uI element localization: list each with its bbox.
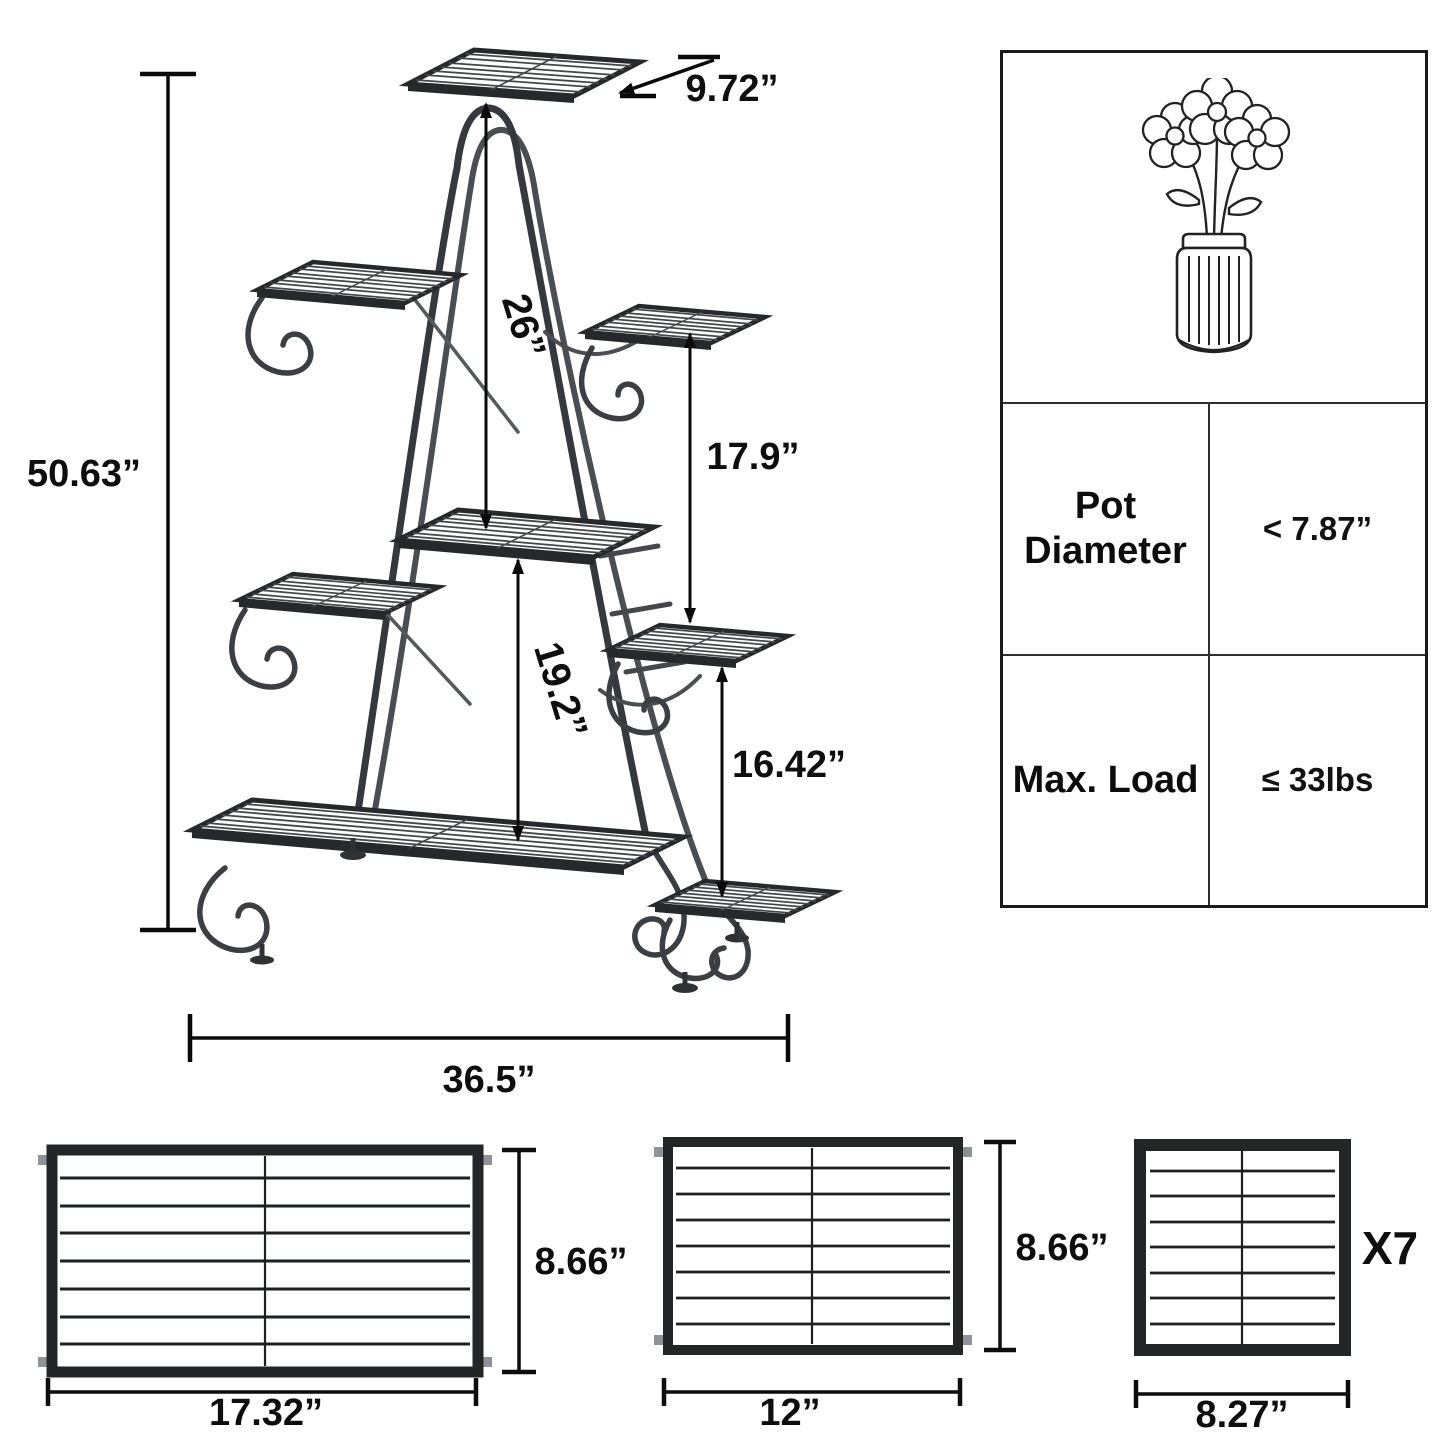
dim-label-19-2: 19.2” (525, 637, 596, 743)
dims (661, 1139, 1016, 1406)
flower-vase-icon (1141, 77, 1291, 353)
pot-diameter-value: < 7.87” (1262, 509, 1373, 547)
shelf-mid-right (599, 622, 797, 668)
shelf-top (398, 47, 650, 103)
medium-shelf-top-view: 8.66” 12” (654, 1137, 1109, 1434)
shelf-bottom (182, 797, 694, 875)
plant-stand-diagram: 50.63” 9.72” 26” 17.9” 19.2” 16.42” 36.5… (27, 47, 846, 1101)
shelf-upper-right (576, 303, 774, 350)
shelf-mid-left (230, 571, 448, 620)
dims (1133, 1380, 1351, 1408)
dim-label-top-depth: 9.72” (686, 68, 779, 110)
dimension-lines (140, 54, 791, 1062)
dim-label-17-9: 17.9” (707, 436, 800, 478)
shelf-upper-left (248, 259, 470, 310)
scroll-bottom-right (659, 917, 721, 982)
corner-stubs (654, 1147, 972, 1345)
scroll-mid-left (229, 607, 298, 690)
small-shelf-width-label: 8.27” (1196, 1394, 1289, 1436)
spec-row-max-load: Max. Load ≤ 33lbs (1003, 655, 1425, 905)
large-shelf-height-label: 8.66” (535, 1241, 628, 1283)
shelf-middle (388, 507, 664, 565)
shelf-bottom-right (646, 878, 844, 923)
medium-shelf-height-label: 8.66” (1016, 1227, 1109, 1269)
spec-row-pot-diameter: Pot Diameter < 7.87” (1003, 404, 1425, 656)
depth-leader-arrow (618, 58, 715, 95)
front-leg-pair (349, 104, 650, 849)
dim-label-overall-height: 50.63” (27, 453, 141, 495)
large-shelf-top-view: 8.66” 17.32” (38, 1144, 628, 1434)
scroll-mid-right (606, 661, 671, 736)
feet-pads (250, 838, 749, 993)
corner-stubs (38, 1155, 492, 1367)
pot-diameter-label: Pot Diameter (1003, 404, 1210, 654)
a-frame-legs (349, 104, 709, 885)
max-load-value: ≤ 33lbs (1261, 761, 1374, 799)
spec-table: Pot Diameter < 7.87” Max. Load ≤ 33lbs (1000, 50, 1428, 908)
shelves (182, 47, 844, 923)
rear-leg-pair (365, 127, 709, 885)
dim-label-16-42: 16.42” (732, 744, 846, 786)
shelf-braces (383, 294, 520, 706)
small-shelf-top-view: X7 8.27” (1133, 1139, 1418, 1436)
scroll-upper-left (245, 295, 314, 376)
small-shelf-quantity-label: X7 (1362, 1222, 1418, 1274)
spec-table-vase-cell (1003, 53, 1425, 404)
scroll-bottom-left (197, 865, 270, 953)
max-load-label: Max. Load (1003, 655, 1210, 905)
scroll-front-right (632, 833, 687, 958)
scroll-upper-right (578, 345, 645, 422)
dims (45, 1147, 536, 1406)
large-shelf-width-label: 17.32” (209, 1392, 323, 1434)
medium-shelf-width-label: 12” (759, 1392, 820, 1434)
dim-label-base-width: 36.5” (443, 1059, 536, 1101)
shelf-top-views: 8.66” 17.32” 8.66” 12” (38, 1137, 1418, 1436)
scroll-ornaments (197, 295, 751, 982)
side-rungs (597, 543, 687, 675)
